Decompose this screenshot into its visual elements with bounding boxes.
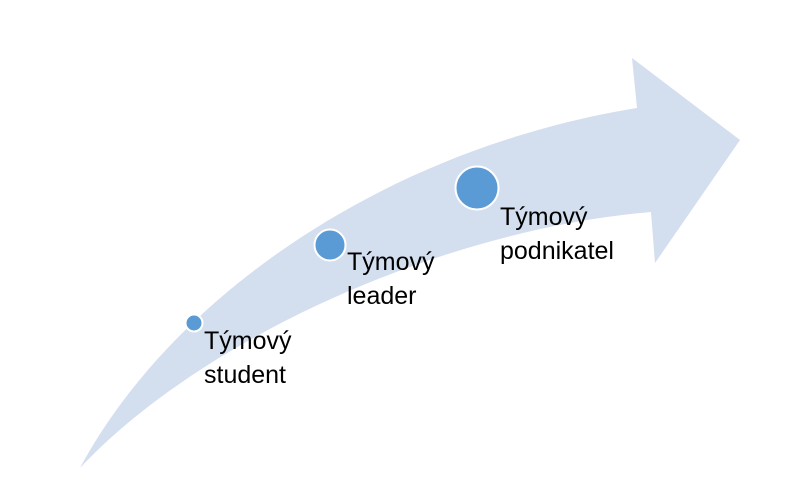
step-dot-student	[184, 313, 204, 333]
step-dot-podnikatel	[454, 165, 500, 211]
step-label-line2: student	[204, 361, 287, 389]
step-dot-leader	[313, 228, 347, 262]
step-label-line2: leader	[347, 282, 417, 310]
step-label-line1: Týmový	[500, 203, 588, 231]
step-label-line2: podnikatel	[500, 237, 614, 265]
step-label-line1: Týmový	[347, 248, 435, 276]
step-label-student: Týmový student	[204, 324, 292, 392]
step-label-line1: Týmový	[204, 327, 292, 355]
step-label-leader: Týmový leader	[347, 245, 435, 313]
curved-arrow	[80, 58, 740, 468]
step-label-podnikatel: Týmový podnikatel	[500, 200, 614, 268]
